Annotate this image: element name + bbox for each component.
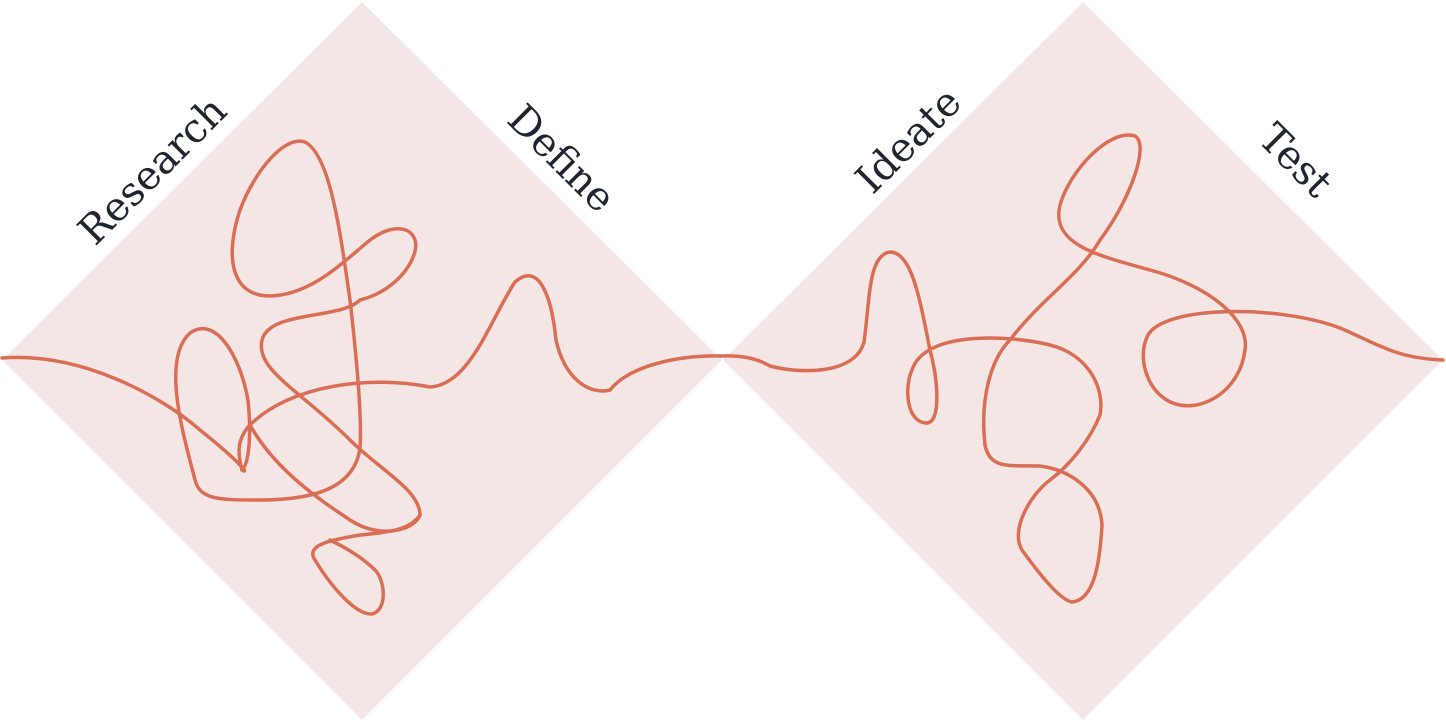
left-diamond <box>2 2 722 720</box>
define-loop-squiggle <box>311 513 422 616</box>
design-process-squiggle <box>0 133 1445 604</box>
research-loops-squiggle <box>174 139 422 533</box>
